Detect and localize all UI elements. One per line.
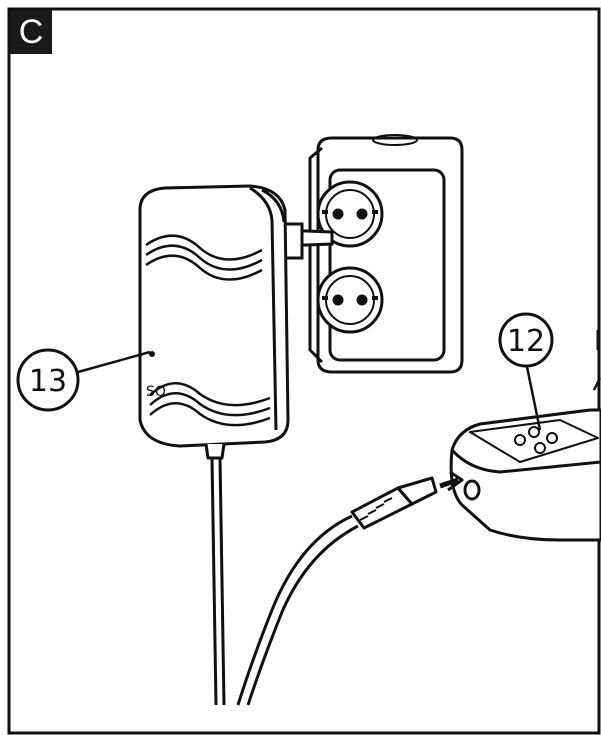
device [449,408,601,542]
panel-letter-badge: C [10,10,52,54]
right-edge-mark-2 [592,377,601,391]
svg-text:SO: SO [146,384,166,400]
callout-12-label: 12 [507,324,545,359]
panel-border [7,7,601,735]
dc-plug [350,470,464,530]
callout-13: 13 [16,348,80,412]
dc-cable [236,514,359,706]
wall-socket [308,134,464,374]
power-adapter: SO [138,184,290,460]
callout-12: 12 [498,312,554,368]
callout-leaders [77,350,542,431]
callout-13-label: 13 [29,364,67,399]
adapter-cable [210,457,226,706]
callout-13-circle [16,348,80,412]
callout-12-circle [498,312,554,368]
